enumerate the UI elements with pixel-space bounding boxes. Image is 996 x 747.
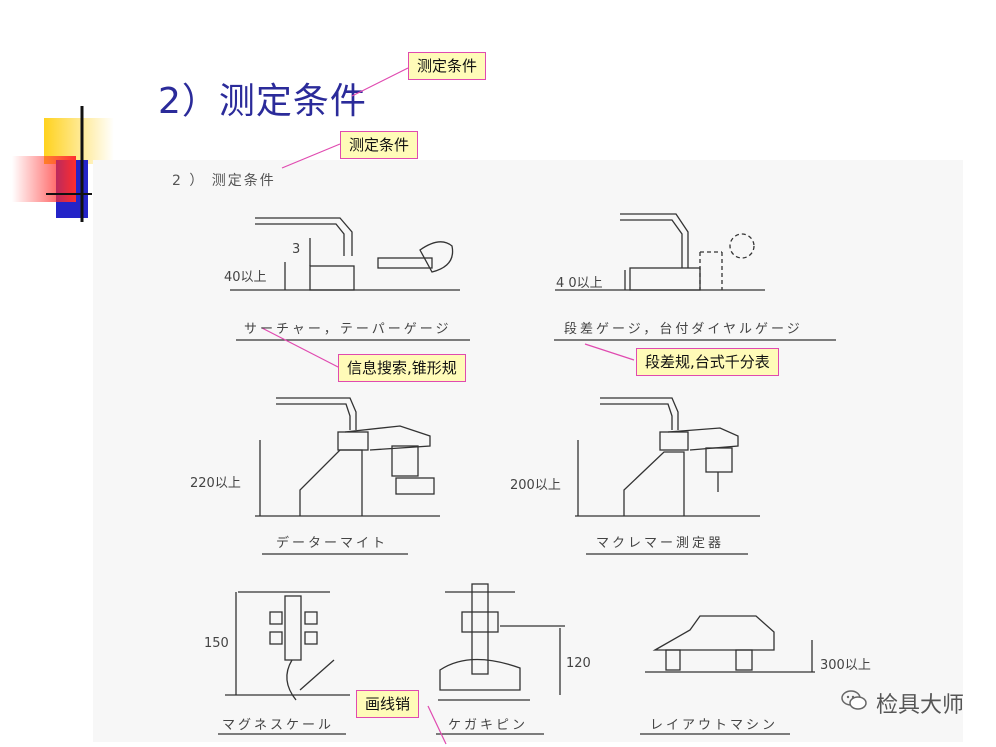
callout-right-pair-note: 段差规,台式千分表 bbox=[636, 348, 779, 376]
scanned-figure bbox=[93, 160, 963, 742]
wechat-icon bbox=[840, 688, 868, 718]
caption-searcher: サーチャー，テーパーゲージ bbox=[244, 322, 452, 337]
watermark-text: 检具大师 bbox=[875, 693, 964, 718]
watermark: 检具大师 bbox=[840, 687, 964, 719]
figure-macremar bbox=[575, 397, 760, 517]
dim-searcher-height: 40以上 bbox=[224, 270, 267, 285]
dim-layout-height: 300以上 bbox=[820, 658, 871, 673]
callout-leaders bbox=[261, 67, 635, 745]
caption-step-gauge: 段差ゲージ，台付ダイヤルゲージ bbox=[564, 322, 803, 337]
figure-layout-machine bbox=[645, 615, 815, 673]
figure-magnescale bbox=[225, 591, 350, 701]
callout-left-pair-note: 信息搜索,锥形规 bbox=[338, 354, 466, 382]
dim-datamite-height: 220以上 bbox=[190, 476, 241, 491]
caption-datamite: データーマイト bbox=[276, 536, 389, 551]
caption-magnescale: マグネスケール bbox=[222, 718, 335, 733]
dim-searcher-gap: 3 bbox=[292, 242, 301, 257]
scan-subtitle: 2 ） 测定条件 bbox=[172, 173, 276, 189]
figure-searcher bbox=[230, 217, 460, 291]
callout-bottom-pin-note: 画线销 bbox=[356, 690, 420, 718]
figure-step-gauge bbox=[555, 213, 765, 291]
callout-title-note: 测定条件 bbox=[408, 52, 487, 80]
figure-datamite bbox=[255, 397, 440, 517]
dim-scriber-height: 120 bbox=[566, 656, 591, 671]
slide-title: 2）测定条件 bbox=[158, 81, 367, 122]
dim-step-gauge-height: 4 0以上 bbox=[556, 276, 603, 291]
dim-magnescale-height: 150 bbox=[204, 636, 229, 651]
callout-subtitle-note: 测定条件 bbox=[340, 131, 419, 159]
caption-scriber-pin: ケガキピン bbox=[448, 718, 529, 733]
figure-scriber-pin bbox=[438, 583, 565, 701]
caption-macremar: マクレマー測定器 bbox=[596, 536, 725, 551]
caption-layout-machine: レイアウトマシン bbox=[650, 718, 779, 733]
dim-macremar-height: 200以上 bbox=[510, 478, 561, 493]
